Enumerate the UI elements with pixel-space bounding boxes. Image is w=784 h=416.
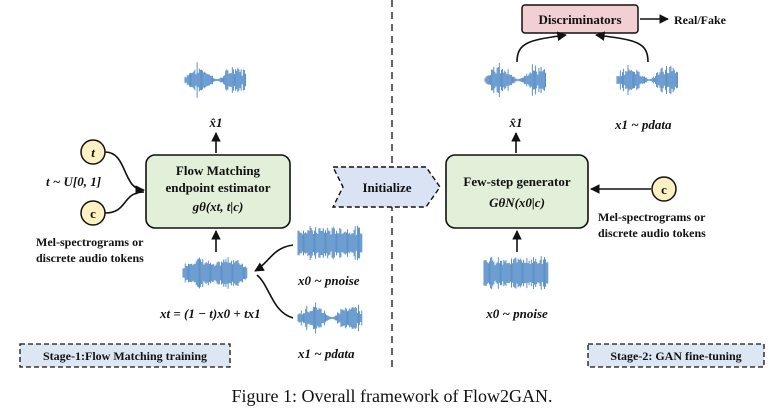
estimator-formula: gθ(xt, t|c) <box>192 199 244 214</box>
x1-data-label: x1 ~ pdata <box>297 346 355 361</box>
waveform-xt <box>182 257 248 289</box>
waveform-stage2-x0-noise <box>483 256 549 290</box>
stage2-label-box <box>587 343 765 368</box>
arrow-x1-to-xt <box>256 274 294 319</box>
xt-interpolation-formula: xt = (1 − t)x0 + tx1 <box>159 306 261 321</box>
flow-matching-estimator-box <box>145 154 291 229</box>
stage1-condition-line1: Mel-spectrograms or <box>36 235 144 249</box>
stage2-real-label: x1 ~ pdata <box>614 117 672 132</box>
estimator-title-line1: Flow Matching <box>176 163 261 178</box>
waveform-x1-data <box>297 302 363 334</box>
stage2-group: Discriminators Real/Fake x̂1 x1 ~ pdata … <box>445 4 765 368</box>
stage1-label: Stage-1:Flow Matching training <box>43 349 207 363</box>
x0-noise-label: x0 ~ pnoise <box>297 273 360 288</box>
discriminators-label: Discriminators <box>538 12 621 27</box>
stage1-group: x̂1 Flow Matching endpoint estimator gθ(… <box>19 62 363 368</box>
stage1-output-label: x̂1 <box>209 115 223 130</box>
discriminators-box <box>521 4 639 34</box>
c-circle-stage1-label: c <box>90 206 96 221</box>
arrow-t-to-estimator <box>104 151 145 195</box>
c-circle-stage2-label: c <box>661 182 667 197</box>
initialize-label: Initialize <box>362 180 411 195</box>
estimator-title-line2: endpoint estimator <box>165 180 270 195</box>
arrow-x0-to-xt <box>254 244 294 272</box>
stage2-condition-line1: Mel-spectrograms or <box>598 210 706 224</box>
stage2-label: Stage-2: GAN fine-tuning <box>610 349 741 363</box>
arrow-real-to-discriminators <box>595 31 649 63</box>
few-step-generator-box <box>445 154 589 229</box>
stage1-condition-line2: discrete audio tokens <box>36 251 144 265</box>
waveform-x0-noise <box>297 225 363 261</box>
arrow-generated-to-discriminators <box>516 31 567 63</box>
stage2-condition-line2: discrete audio tokens <box>598 226 706 240</box>
t-distribution-label: t ~ U[0, 1] <box>46 174 101 189</box>
generator-title: Few-step generator <box>463 174 570 189</box>
arrow-c-to-estimator <box>104 191 145 214</box>
waveform-stage1-output <box>184 62 246 98</box>
real-fake-label: Real/Fake <box>674 13 727 27</box>
t-circle-label: t <box>91 145 95 160</box>
waveform-stage2-output <box>484 62 546 98</box>
stage1-label-box <box>19 343 231 368</box>
c-circle-stage2 <box>651 176 677 202</box>
stage2-output-label: x̂1 <box>509 115 523 130</box>
waveform-stage2-real <box>616 65 678 95</box>
initialize-arrow <box>331 166 441 208</box>
stage2-x0-label: x0 ~ pnoise <box>485 306 548 321</box>
figure-caption: Figure 1: Overall framework of Flow2GAN. <box>232 386 553 406</box>
generator-formula: GθN(x0|c) <box>489 195 545 210</box>
